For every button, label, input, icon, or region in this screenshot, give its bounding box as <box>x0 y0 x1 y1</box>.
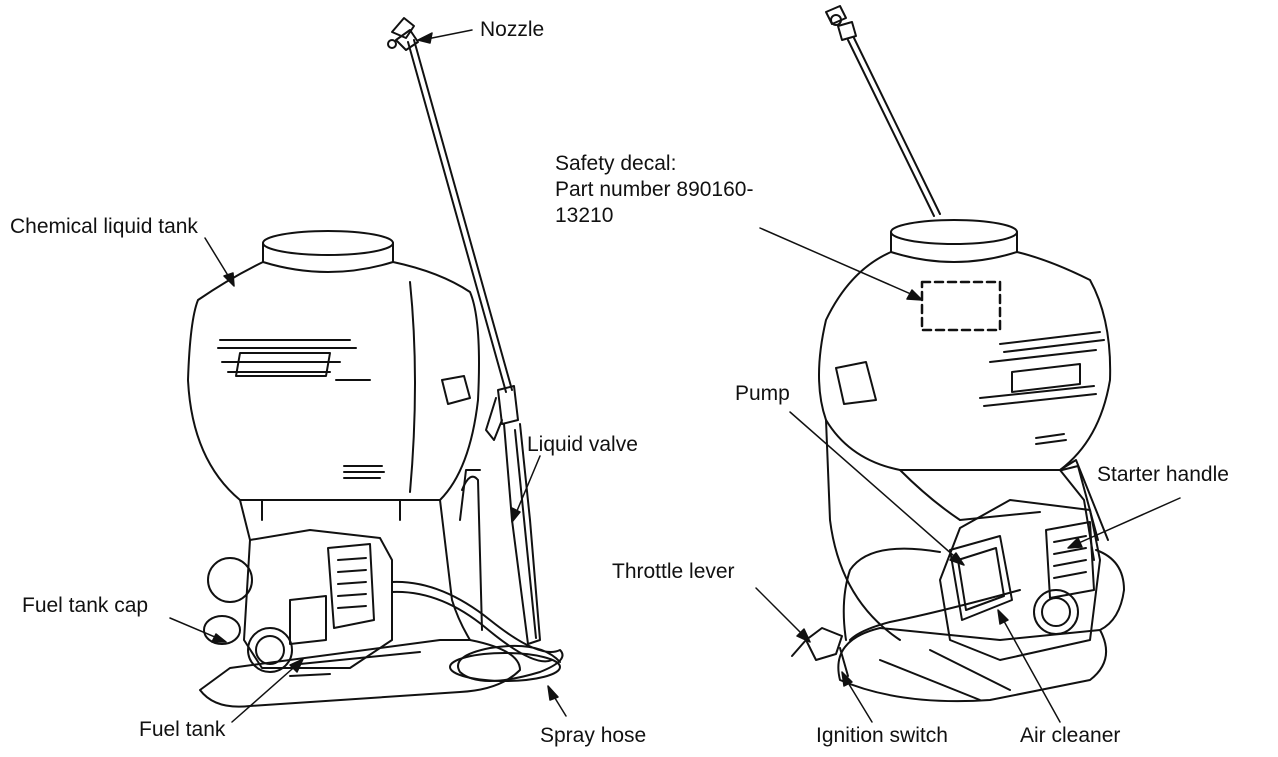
nozzle-label: Nozzle <box>480 18 545 41</box>
safety-decal-label: Safety decal: Part number 890160- 13210 <box>555 151 755 229</box>
ignition-switch-arrow <box>841 671 873 723</box>
left-engine <box>203 529 393 673</box>
safety-decal-line2: Part number 890160- <box>555 178 754 201</box>
right-chemical-tank <box>818 251 1112 471</box>
left-liquid-valve <box>485 385 541 645</box>
left-spray-lance <box>387 17 513 393</box>
spray-hose-arrow <box>547 685 567 717</box>
liquid-valve-arrow <box>511 455 541 523</box>
left-sprayer <box>187 17 564 708</box>
starter-handle-label: Starter handle <box>1097 463 1229 486</box>
air-cleaner-label: Air cleaner <box>1020 724 1121 747</box>
left-tank-lid <box>262 230 394 273</box>
chemical-liquid-tank-label: Chemical liquid tank <box>10 215 198 238</box>
left-frame <box>239 469 483 641</box>
pump-arrow <box>789 411 965 566</box>
fuel-tank-cap-label: Fuel tank cap <box>22 594 149 617</box>
fuel-tank-cap-arrow <box>169 617 227 643</box>
pump-label: Pump <box>735 382 790 405</box>
right-throttle-cable <box>791 547 1021 677</box>
safety-decal-line3: 13210 <box>555 204 614 227</box>
right-tank-lid <box>890 219 1018 263</box>
right-sprayer <box>791 5 1125 703</box>
right-base <box>837 627 1108 703</box>
safety-decal-box <box>920 280 1002 332</box>
throttle-lever-label: Throttle lever <box>612 560 735 583</box>
spray-hose-label: Spray hose <box>540 724 647 747</box>
fuel-tank-arrow <box>231 658 304 723</box>
right-frame <box>825 419 1109 641</box>
air-cleaner-arrow <box>997 609 1061 723</box>
starter-handle-arrow <box>1067 497 1181 549</box>
ignition-switch-label: Ignition switch <box>816 724 948 747</box>
left-spray-hose <box>391 580 564 682</box>
safety-decal-arrow <box>759 227 923 301</box>
nozzle-arrow <box>417 29 473 44</box>
liquid-valve-label: Liquid valve <box>527 433 638 456</box>
left-chemical-tank <box>187 261 480 501</box>
chemical-tank-arrow <box>204 237 235 287</box>
right-spray-lance <box>825 5 941 217</box>
leader-lines <box>169 29 1181 723</box>
fuel-tank-label: Fuel tank <box>139 718 226 741</box>
throttle-lever-arrow <box>755 587 811 643</box>
safety-decal-line1: Safety decal: <box>555 152 677 175</box>
right-engine <box>939 465 1125 661</box>
